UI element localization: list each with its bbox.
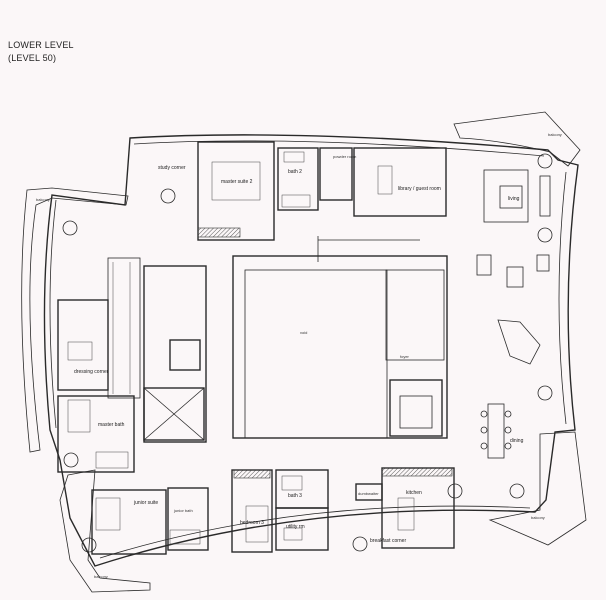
svg-text:balcony: balcony <box>36 197 50 202</box>
study-corner: study corner <box>158 165 186 171</box>
svg-text:dining: dining <box>510 438 524 444</box>
svg-text:balcony: balcony <box>548 132 562 137</box>
svg-text:master suite 2: master suite 2 <box>221 179 253 185</box>
svg-text:balcony: balcony <box>94 574 108 579</box>
kitchen: kitchen breakfast corner <box>370 467 455 549</box>
plan-subtitle: (LEVEL 50) <box>8 53 57 63</box>
void-core: foyer void <box>143 236 448 443</box>
dumbwaiter: dumbwaiter <box>355 483 383 501</box>
svg-text:library / guest room: library / guest room <box>398 186 441 192</box>
living: living <box>476 169 551 365</box>
utility-room: utility rm <box>275 507 329 551</box>
svg-text:study corner: study corner <box>158 165 186 171</box>
plan-title: LOWER LEVEL <box>8 40 74 50</box>
dining: dining <box>480 403 524 459</box>
powder-room: powder room <box>319 147 357 201</box>
junior-bath: junior bath <box>167 487 209 551</box>
svg-text:junior bath: junior bath <box>173 508 193 513</box>
master-bath: master bath <box>57 395 135 473</box>
svg-text:junior suite: junior suite <box>133 500 158 506</box>
bath-3: bath 3 <box>275 469 329 509</box>
svg-text:kitchen: kitchen <box>406 490 422 496</box>
svg-text:balcony: balcony <box>531 515 545 520</box>
balcony-west: balcony <box>21 187 129 453</box>
structural-columns <box>62 153 553 553</box>
svg-text:living: living <box>508 196 520 202</box>
svg-text:void: void <box>300 330 307 335</box>
svg-text:breakfast corner: breakfast corner <box>370 538 406 544</box>
dressing-corner: dressing corner <box>57 257 141 399</box>
svg-text:bedroom 3: bedroom 3 <box>240 520 264 526</box>
svg-text:powder room: powder room <box>333 154 357 159</box>
svg-text:bath 3: bath 3 <box>288 493 302 499</box>
building-envelope <box>43 134 579 567</box>
balcony-southwest: balcony <box>59 469 151 593</box>
svg-text:foyer: foyer <box>400 354 410 359</box>
bath-2: bath 2 <box>277 147 319 211</box>
svg-text:dressing corner: dressing corner <box>74 369 109 375</box>
balcony-southeast: balcony <box>488 431 587 546</box>
library-guest-room: library / guest room <box>353 147 447 217</box>
bedroom-3: bedroom 3 <box>231 469 273 553</box>
svg-text:utility rm: utility rm <box>286 524 305 530</box>
svg-text:bath 2: bath 2 <box>288 169 302 175</box>
balcony-northeast: balcony <box>453 111 581 167</box>
junior-suite: junior suite <box>91 489 167 555</box>
svg-text:dumbwaiter: dumbwaiter <box>358 491 379 496</box>
svg-text:master bath: master bath <box>98 422 125 428</box>
master-suite-2: master suite 2 <box>197 141 275 241</box>
